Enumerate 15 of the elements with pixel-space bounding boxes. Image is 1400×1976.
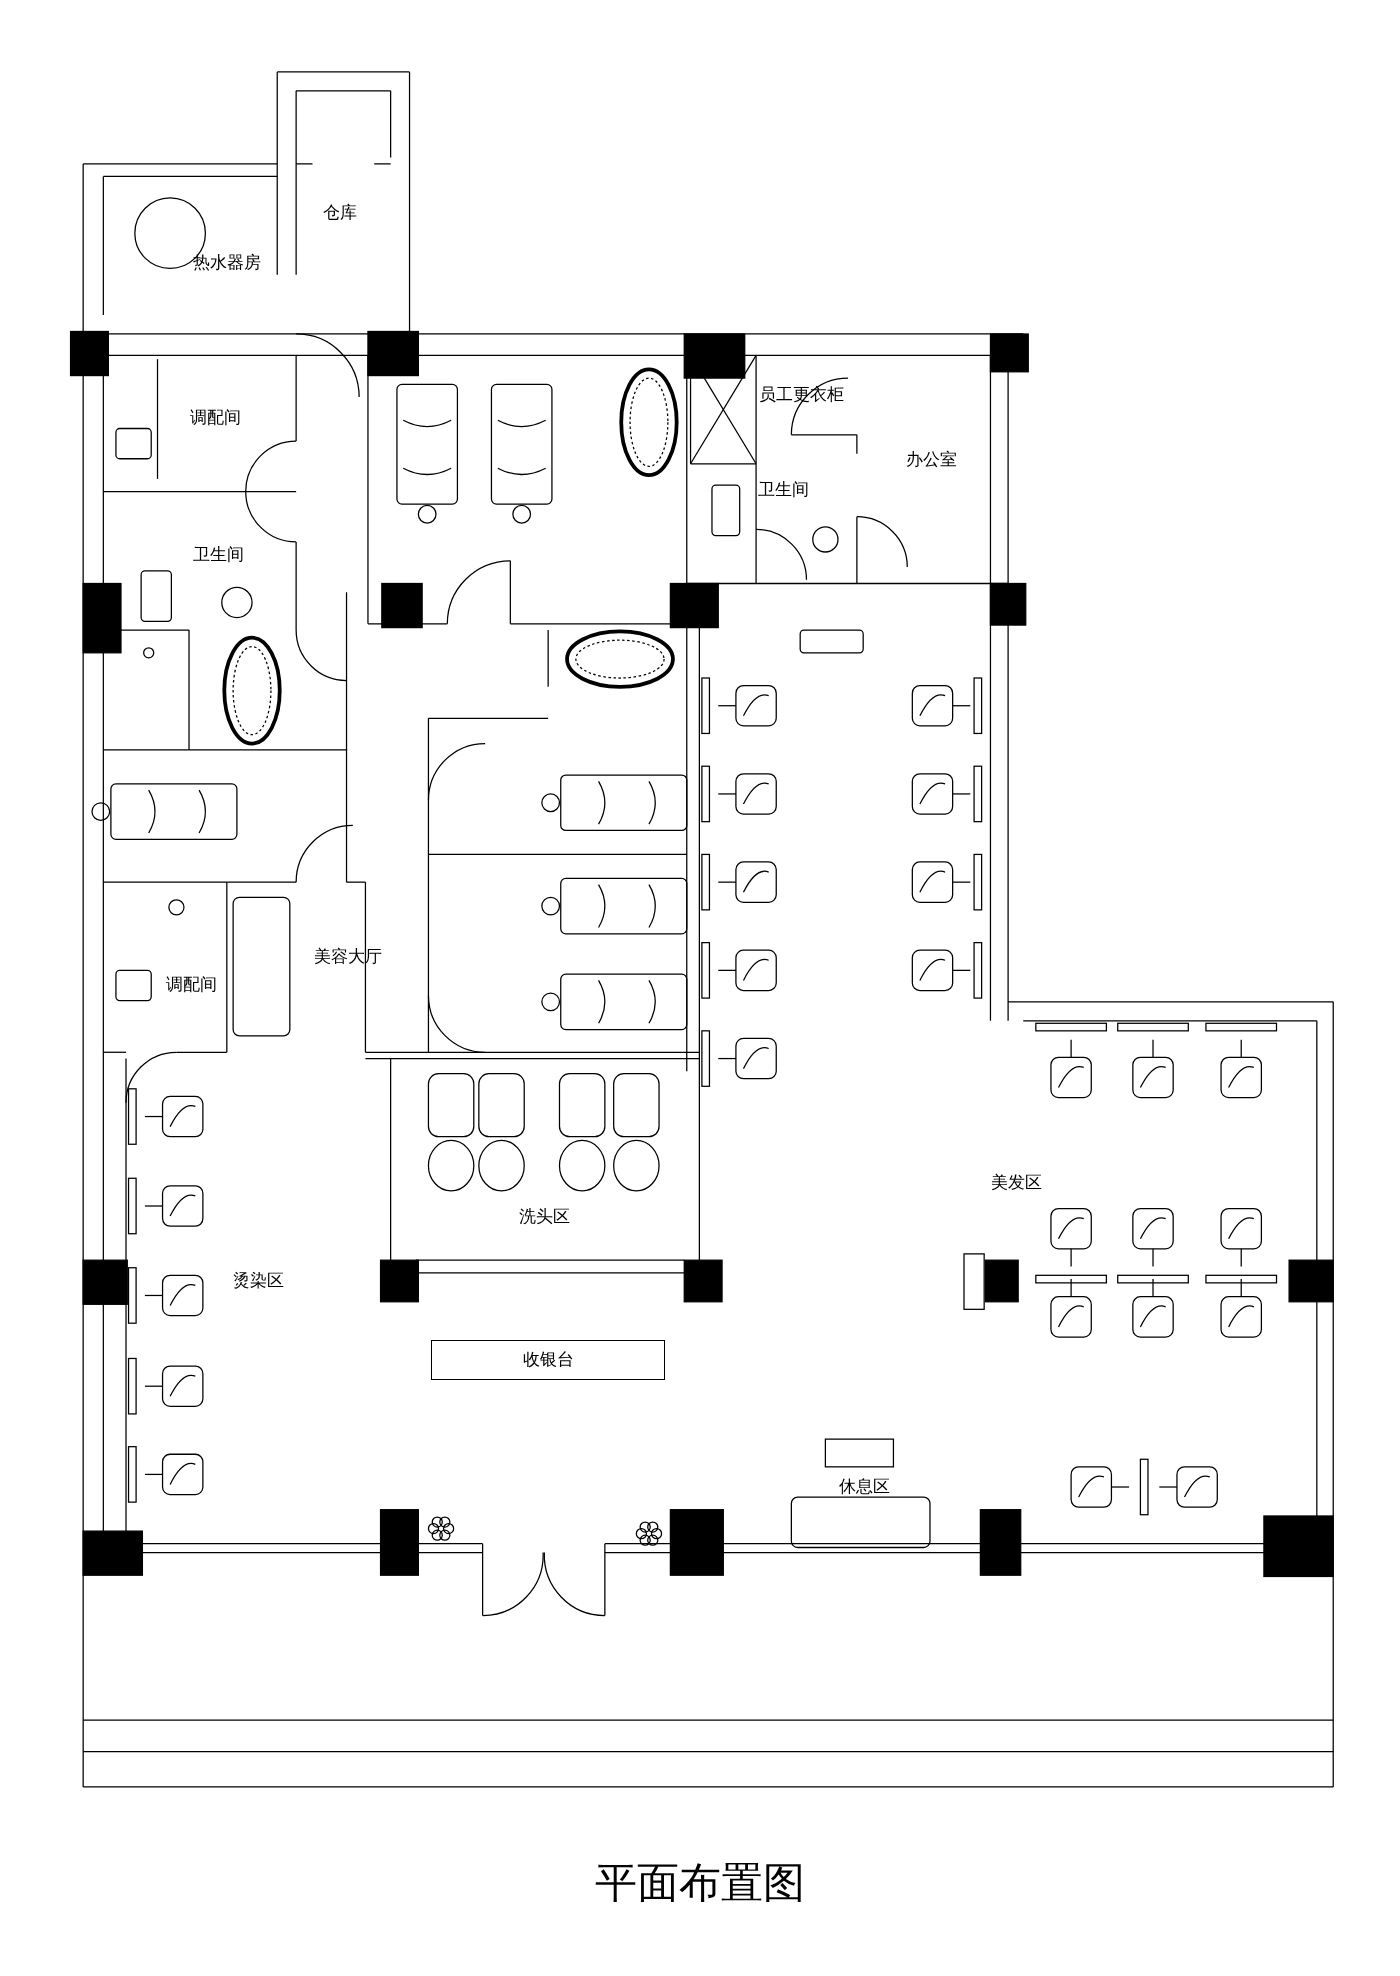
room-label: 办公室 <box>905 449 957 468</box>
room-label: 调配间 <box>189 407 241 427</box>
room-label: 卫生间 <box>758 479 810 499</box>
room-label: 卫生间 <box>192 545 244 564</box>
room-label: 美容大厅 <box>313 947 382 966</box>
room-label: 热水器房 <box>192 252 261 272</box>
plan-title: 平面布置图 <box>594 1857 806 1909</box>
room-label: 美发区 <box>991 1172 1043 1192</box>
room-label: 员工更衣柜 <box>758 385 844 404</box>
room-label: 洗头区 <box>518 1206 570 1226</box>
room-label: 调配间 <box>166 974 218 994</box>
room-label: 休息区 <box>838 1476 890 1496</box>
cashier-counter: 收银台 <box>430 1339 666 1380</box>
room-label: 烫染区 <box>232 1270 284 1290</box>
room-label: 仓库 <box>323 202 358 222</box>
